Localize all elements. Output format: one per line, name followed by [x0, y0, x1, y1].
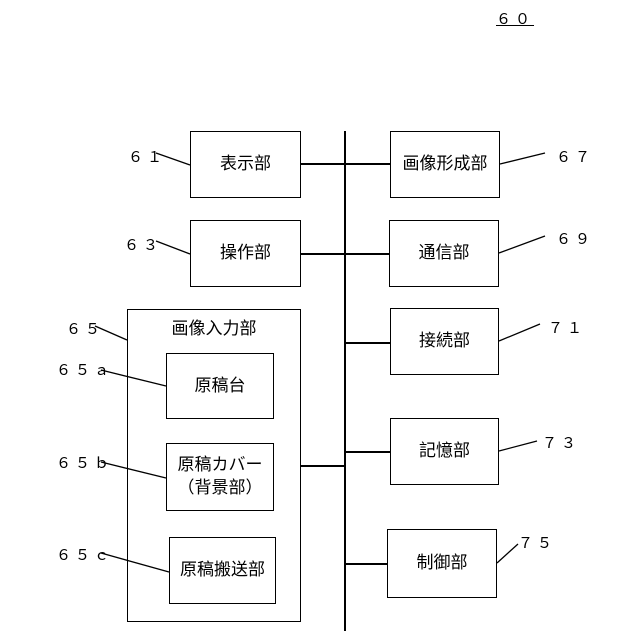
- leader-image-input-unit: [95, 326, 127, 340]
- leader-original-table: [101, 370, 166, 386]
- leader-original-cover: [101, 462, 166, 478]
- leader-connection-unit: [499, 324, 540, 341]
- leader-operation-unit: [156, 241, 190, 254]
- leader-display-unit: [156, 153, 190, 165]
- leader-image-forming-unit: [500, 153, 545, 164]
- leader-original-feeder: [101, 553, 169, 572]
- leader-control-unit: [497, 544, 518, 563]
- leader-communication-unit: [499, 236, 545, 253]
- leader-storage-unit: [499, 441, 537, 451]
